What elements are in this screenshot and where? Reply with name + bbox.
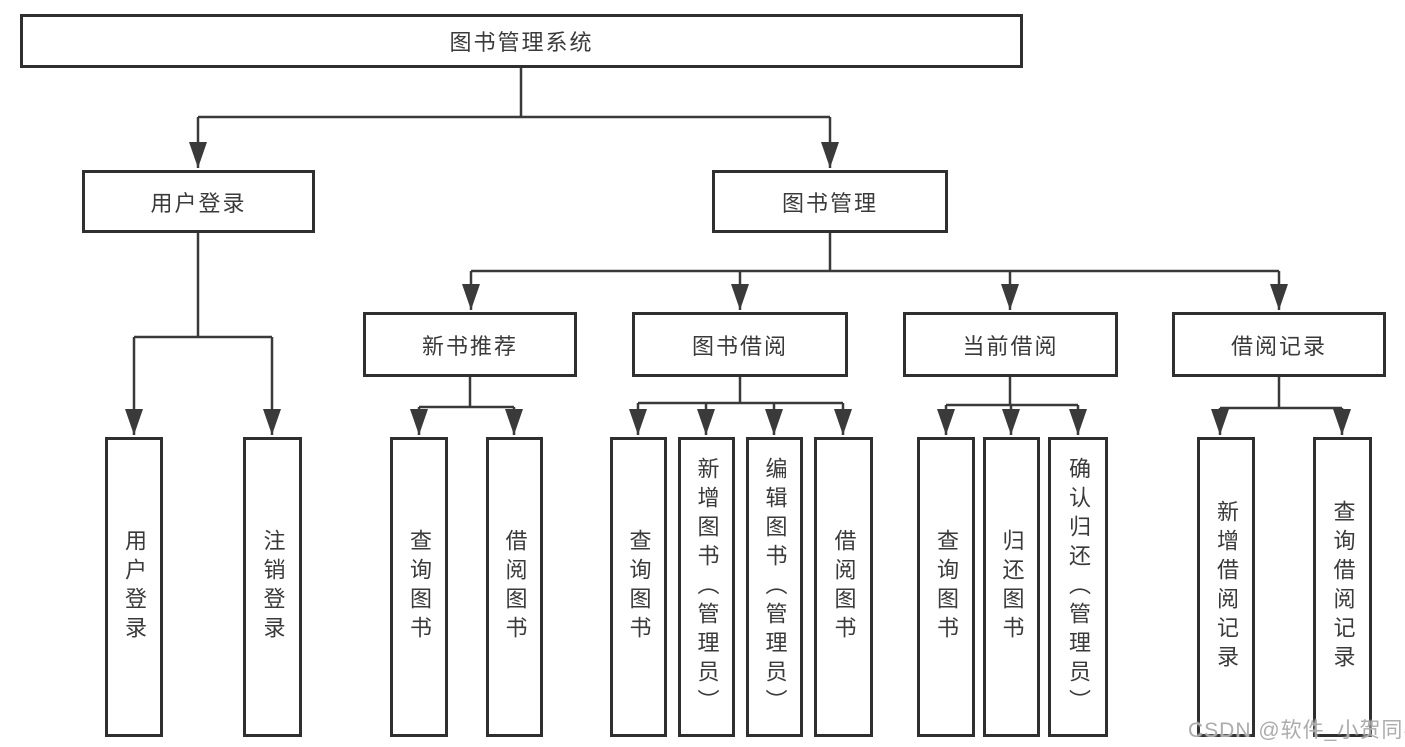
leaf-edit-books-admin: 编辑图书（管理员） xyxy=(746,437,803,737)
connector-current-borrowing-split xyxy=(946,377,1078,407)
node-library-management-system: 图书管理系统 xyxy=(20,14,1023,68)
leaf-add-books-admin: 新增图书（管理员） xyxy=(678,437,735,737)
node-new-book-recommendation: 新书推荐 xyxy=(363,312,577,377)
leaf-user-login: 用户登录 xyxy=(105,437,163,737)
node-book-management: 图书管理 xyxy=(712,170,948,233)
leaf-confirm-return-admin: 确认归还（管理员） xyxy=(1048,437,1108,737)
leaf-query-books-current: 查询图书 xyxy=(917,437,975,737)
leaf-query-borrow-record: 查询借阅记录 xyxy=(1313,437,1372,737)
connector-book-borrowing-split xyxy=(638,377,843,405)
leaf-query-books-borrowing: 查询图书 xyxy=(610,437,667,737)
connector-borrowing-records-split xyxy=(1220,377,1342,410)
leaf-add-borrow-record: 新增借阅记录 xyxy=(1197,437,1255,737)
leaf-logout: 注销登录 xyxy=(243,437,302,737)
leaf-query-books-recommend: 查询图书 xyxy=(390,437,448,737)
connector-new-book-split xyxy=(419,377,514,409)
connector-book-management-split xyxy=(471,233,1279,273)
leaf-borrow-books-borrowing: 借阅图书 xyxy=(814,437,873,737)
leaf-return-books: 归还图书 xyxy=(983,437,1040,737)
leaf-borrow-books-recommend: 借阅图书 xyxy=(486,437,543,737)
node-borrowing-records: 借阅记录 xyxy=(1172,312,1386,377)
connector-root-split xyxy=(198,68,830,119)
csdn-watermark: CSDN @软件_小贺同学 xyxy=(1188,719,1405,742)
connector-user-login-split xyxy=(134,233,272,339)
node-current-borrowing: 当前借阅 xyxy=(903,312,1118,377)
node-user-login: 用户登录 xyxy=(82,170,315,233)
node-book-borrowing: 图书借阅 xyxy=(632,312,848,377)
